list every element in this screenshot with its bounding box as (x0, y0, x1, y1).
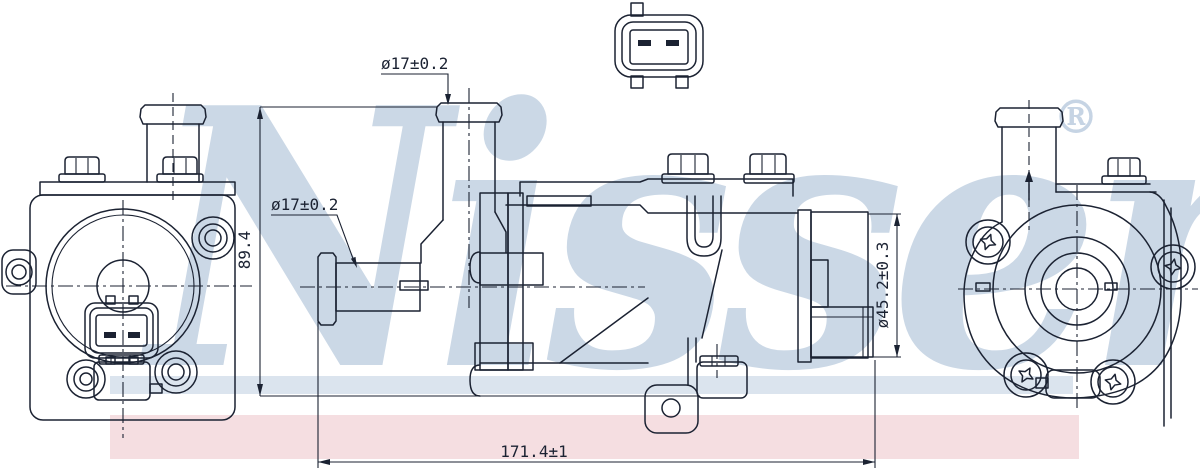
mounting-bolt (1101, 157, 1147, 185)
flow-direction-arrow-icon (1025, 170, 1033, 182)
dim-overall-length: 171.4±1 (317, 322, 876, 468)
dim-arrow-icon (257, 384, 263, 396)
dim-arrow-icon (257, 107, 263, 119)
watermark-brand-text: Nissens (138, 31, 1200, 449)
dim-label: ø45.2±0.3 (873, 242, 892, 329)
connector-pin (128, 332, 140, 338)
leader-arrow-icon (350, 256, 357, 268)
dim-label: ø17±0.2 (381, 54, 448, 73)
rear-top-hose-fitting (994, 100, 1064, 230)
dim-label: ø17±0.2 (271, 195, 338, 214)
front-top-hose-fitting (139, 93, 207, 205)
watermark-underline-band (110, 376, 1073, 394)
dim-arrow-icon (894, 345, 900, 357)
rear-foot (1045, 369, 1101, 399)
motor-housing (797, 209, 874, 363)
connector-pin (104, 332, 116, 338)
registered-trademark-icon: ® (1053, 90, 1099, 144)
brand-accent-bar (110, 415, 1079, 459)
bracket-top-plate (519, 178, 794, 207)
dim-label: 89.4 (235, 231, 254, 270)
mounting-ear (154, 350, 198, 394)
front-bottom-bracket (93, 354, 163, 401)
dim-top-hose-diameter: ø17±0.2 (381, 54, 451, 105)
phillips-screw (1090, 359, 1136, 405)
side-top-hose-fitting (420, 88, 507, 308)
side-view (300, 88, 874, 434)
front-view (1, 93, 252, 438)
dim-overall-height: 89.4 (235, 106, 700, 397)
mounting-bolt (58, 156, 106, 183)
connector-pin (638, 40, 651, 46)
inlet-hose-fitting (300, 252, 645, 326)
mounting-ear (1, 249, 37, 295)
mounting-ear (66, 359, 106, 399)
mounting-bolt (156, 156, 204, 183)
leader-arrow-icon (445, 94, 451, 105)
dim-label: 171.4±1 (500, 442, 567, 461)
mounting-bolt (661, 153, 715, 184)
connector-pin (666, 40, 679, 46)
dim-arrow-icon (894, 214, 900, 226)
front-electrical-connector (84, 295, 159, 365)
bracket-u-slot (686, 195, 722, 257)
dim-arrow-icon (318, 459, 330, 465)
dim-inlet-hose-diameter: ø17±0.2 (271, 195, 357, 268)
rear-view (958, 100, 1198, 427)
nissens-watermark: Nissens ® (110, 31, 1200, 459)
dim-motor-diameter: ø45.2±0.3 (868, 213, 901, 358)
connector-detail-view (614, 2, 704, 89)
phillips-screw (1003, 352, 1049, 398)
bracket-foot (644, 337, 748, 434)
mounting-ear (191, 216, 235, 260)
dim-arrow-icon (863, 459, 875, 465)
phillips-screw (965, 219, 1011, 265)
mounting-bolt (743, 153, 795, 184)
